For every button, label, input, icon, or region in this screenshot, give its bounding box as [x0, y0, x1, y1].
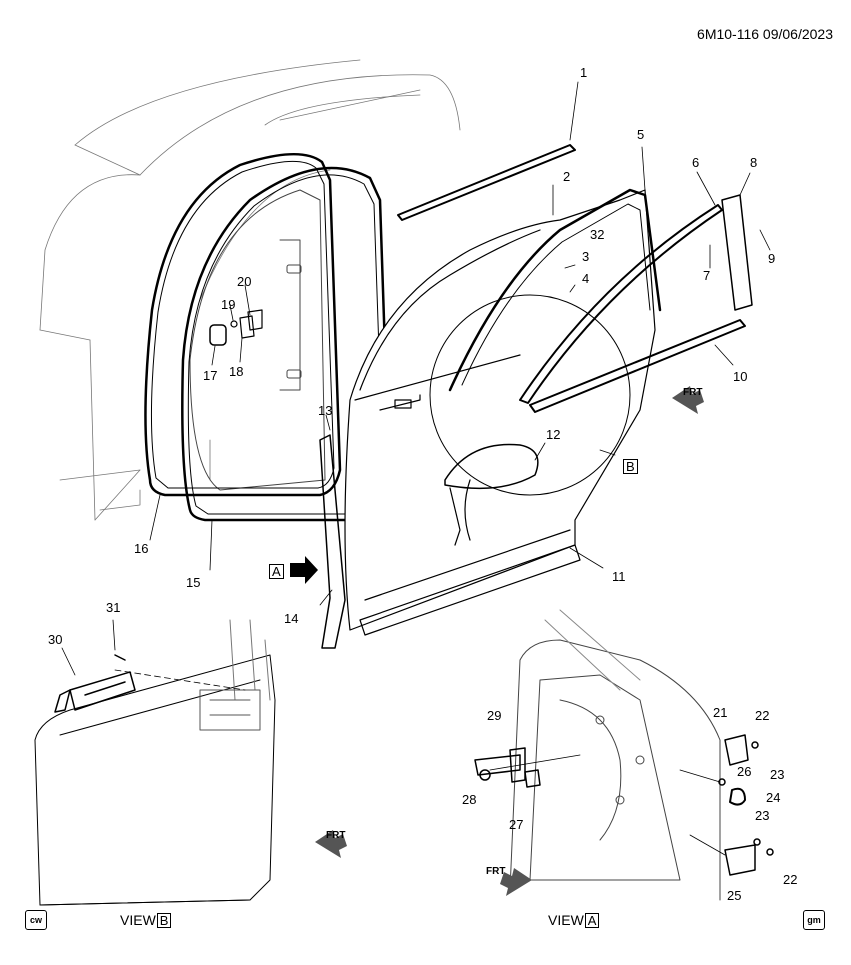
callout-9: 9 — [768, 251, 776, 266]
callout-8: 8 — [750, 155, 758, 170]
callout-16: 16 — [134, 541, 149, 556]
grommet — [729, 787, 746, 806]
callout-21: 21 — [713, 705, 728, 720]
callout-3: 3 — [582, 249, 590, 264]
belt-molding — [529, 319, 746, 413]
callout-2: 2 — [563, 169, 571, 184]
callout-5: 5 — [637, 127, 645, 142]
callout-7: 7 — [703, 268, 711, 283]
applique — [721, 194, 753, 311]
frt-label-view-a: FRT — [486, 866, 506, 877]
door-handle-assembly — [54, 671, 136, 713]
view-arrow-icon — [290, 556, 318, 584]
callout-28: 28 — [462, 792, 477, 807]
view-a-door-inner — [509, 609, 721, 901]
callout-1: 1 — [580, 65, 588, 80]
callout-4: 4 — [582, 271, 590, 286]
body-side-outline — [39, 59, 461, 521]
callout-26: 26 — [737, 764, 752, 779]
callout-12: 12 — [546, 427, 561, 442]
callout-6: 6 — [692, 155, 700, 170]
part-17 — [209, 324, 227, 346]
reveal-molding — [519, 204, 723, 404]
callout-19: 19 — [221, 297, 236, 312]
callout-32: 32 — [590, 227, 605, 242]
view-b-reference: B — [622, 458, 638, 474]
view-b-door — [34, 619, 276, 906]
callout-23-upper: 23 — [770, 767, 785, 782]
hinge-pillar-seal — [319, 434, 346, 649]
outer-weatherstrip — [144, 153, 342, 497]
callout-27: 27 — [509, 817, 524, 832]
upper-molding — [397, 144, 576, 221]
diagram-code: 6M10-116 09/06/2023 — [697, 26, 833, 42]
detail-circle-b — [429, 294, 631, 496]
frt-label-view-b: FRT — [326, 830, 346, 841]
callout-22-upper: 22 — [755, 708, 770, 723]
callout-25: 25 — [727, 888, 742, 903]
view-a-reference: A — [268, 563, 284, 579]
lower-hinge — [724, 838, 774, 876]
callout-13: 13 — [318, 403, 333, 418]
callout-11: 11 — [612, 569, 626, 584]
gm-logo-icon: gm — [803, 910, 825, 930]
callout-22-lower: 22 — [783, 872, 798, 887]
frt-label-upper: FRT — [683, 387, 703, 398]
front-direction-arrow-icon — [672, 386, 704, 414]
door-opening-frame — [189, 189, 326, 491]
callout-15: 15 — [186, 575, 201, 590]
callout-31: 31 — [106, 600, 121, 615]
callout-24: 24 — [766, 790, 781, 805]
callout-14: 14 — [284, 611, 299, 626]
callout-23-lower: 23 — [755, 808, 770, 823]
front-direction-arrow-icon — [500, 868, 532, 896]
callout-30: 30 — [48, 632, 63, 647]
callout-18: 18 — [229, 364, 244, 379]
cw-logo-icon: cw — [25, 910, 47, 930]
door-check-link — [474, 747, 541, 788]
callout-10: 10 — [733, 369, 748, 384]
front-door — [344, 189, 656, 636]
front-direction-arrow-icon — [315, 830, 347, 858]
callout-17: 17 — [203, 368, 218, 383]
callout-29: 29 — [487, 708, 502, 723]
window-channel — [448, 188, 662, 392]
callout-20: 20 — [237, 274, 252, 289]
